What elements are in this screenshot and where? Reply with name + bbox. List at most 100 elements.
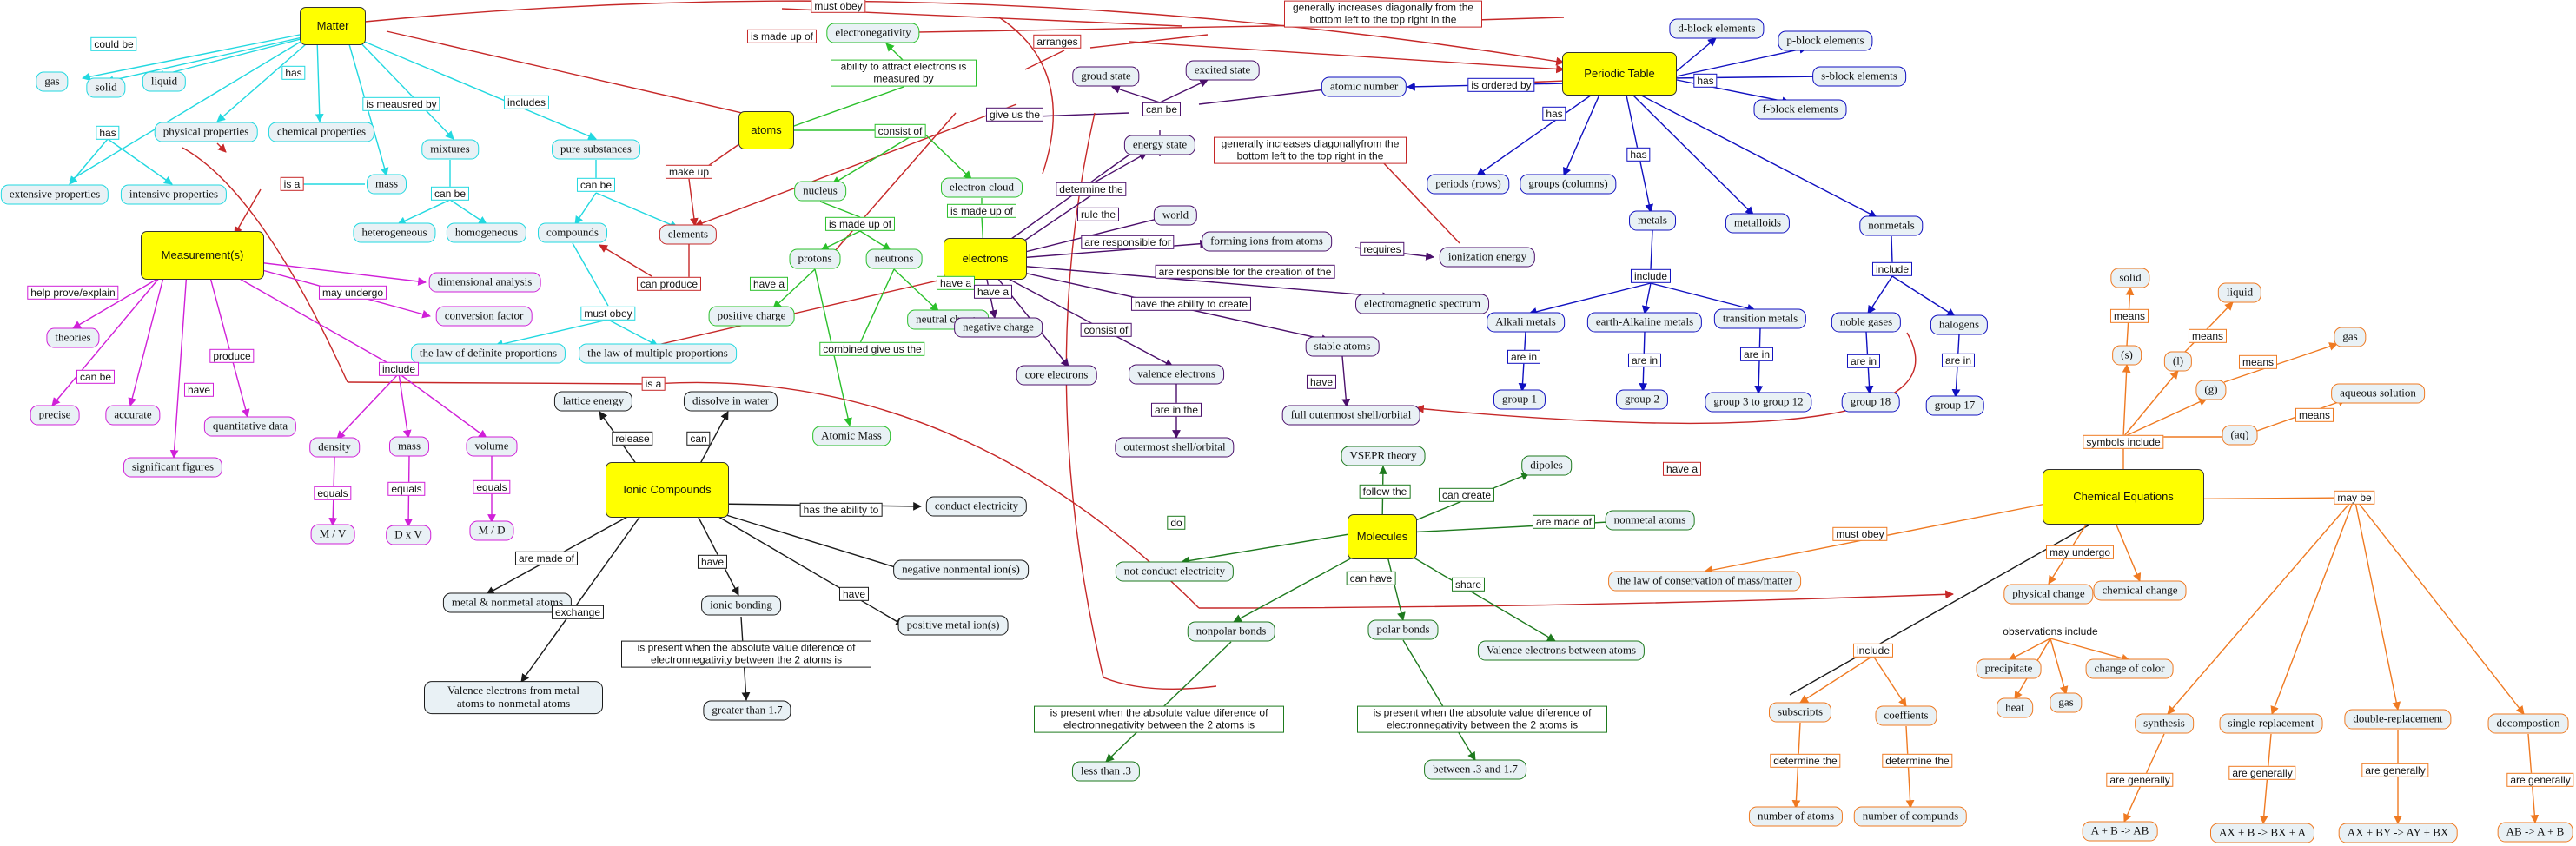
node-dipoles[interactable]: dipoles bbox=[1521, 455, 1572, 476]
node-greater-than[interactable]: greater than 1.7 bbox=[703, 700, 791, 721]
node-synthesis-formula[interactable]: A + B -> AB bbox=[2082, 821, 2158, 842]
node-liquid[interactable]: liquid bbox=[142, 71, 187, 92]
node-alkali-metals[interactable]: Alkali metals bbox=[1487, 312, 1565, 333]
node-neutrons[interactable]: neutrons bbox=[865, 248, 923, 269]
node-electronegativity[interactable]: electronegativity bbox=[826, 23, 920, 43]
node-metal-nonmetal-atoms[interactable]: metal & nonmetal atoms bbox=[442, 592, 573, 613]
node-pure-substances[interactable]: pure substances bbox=[552, 139, 640, 160]
node-single-formula[interactable]: AX + B -> BX + A bbox=[2209, 823, 2315, 843]
node-subscripts[interactable]: subscripts bbox=[1769, 702, 1831, 723]
node-chemical-equations[interactable]: Chemical Equations bbox=[2043, 469, 2204, 525]
node-significant-figures[interactable]: significant figures bbox=[123, 457, 223, 478]
node-molecules[interactable]: Molecules bbox=[1348, 514, 1417, 559]
node-law-definite[interactable]: the law of definite proportions bbox=[410, 343, 566, 364]
node-em-spectrum[interactable]: electromagnetic spectrum bbox=[1355, 294, 1489, 314]
node-core-electrons[interactable]: core electrons bbox=[1016, 365, 1097, 386]
node-polar-bonds[interactable]: polar bonds bbox=[1367, 619, 1439, 640]
node-conversion-factor[interactable]: conversion factor bbox=[435, 306, 533, 327]
node-metals[interactable]: metals bbox=[1629, 210, 1676, 231]
node-aqueous-solution[interactable]: aqueous solution bbox=[2331, 383, 2425, 404]
node-number-of-compounds[interactable]: number of compunds bbox=[1853, 806, 1968, 827]
node-gas-obs[interactable]: gas bbox=[2050, 692, 2083, 713]
node-between[interactable]: between .3 and 1.7 bbox=[1424, 759, 1526, 780]
node-full-outermost[interactable]: full outermost shell/orbital bbox=[1281, 405, 1420, 426]
node-solid[interactable]: solid bbox=[86, 77, 126, 98]
node-electron-cloud[interactable]: electron cloud bbox=[941, 177, 1023, 198]
node-volume[interactable]: volume bbox=[466, 436, 518, 457]
node-d-block[interactable]: d-block elements bbox=[1669, 18, 1765, 39]
node-valence-electrons[interactable]: valence electrons bbox=[1129, 364, 1224, 385]
node-mass-top[interactable]: mass bbox=[367, 174, 407, 195]
node-gas[interactable]: gas bbox=[36, 71, 69, 92]
node-s-block[interactable]: s-block elements bbox=[1812, 66, 1906, 87]
node-conduct-electricity[interactable]: conduct electricity bbox=[925, 496, 1028, 517]
node-periods[interactable]: periods (rows) bbox=[1427, 174, 1510, 195]
node-number-of-atoms[interactable]: number of atoms bbox=[1748, 806, 1844, 827]
node-chemical-properties[interactable]: chemical properties bbox=[268, 122, 375, 142]
node-double-replacement[interactable]: double-replacement bbox=[2344, 709, 2452, 730]
node-stable-atoms[interactable]: stable atoms bbox=[1305, 336, 1380, 357]
node-accurate[interactable]: accurate bbox=[105, 405, 161, 426]
node-periodic-table[interactable]: Periodic Table bbox=[1562, 52, 1677, 96]
node-positive-charge[interactable]: positive charge bbox=[708, 306, 795, 327]
node-intensive-properties[interactable]: intensive properties bbox=[120, 184, 228, 205]
node-dimensional-analysis[interactable]: dimensional analysis bbox=[428, 272, 541, 293]
node-density[interactable]: density bbox=[309, 437, 360, 458]
node-metalloids[interactable]: metalloids bbox=[1725, 213, 1791, 234]
node-forming-ions[interactable]: forming ions from atoms bbox=[1202, 231, 1332, 252]
node-decomposition[interactable]: decompostion bbox=[2487, 713, 2569, 734]
node-halogens[interactable]: halogens bbox=[1930, 314, 1989, 335]
node-positive-metal-ions[interactable]: positive metal ion(s) bbox=[897, 615, 1009, 636]
node-ionic-compounds[interactable]: Ionic Compounds bbox=[606, 462, 729, 518]
node-change-of-color[interactable]: change of color bbox=[2085, 658, 2174, 679]
node-noble-gases[interactable]: noble gases bbox=[1831, 312, 1902, 333]
node-solid-sym[interactable]: solid bbox=[2110, 268, 2150, 288]
node-not-conduct[interactable]: not conduct electricity bbox=[1115, 561, 1235, 582]
node-valence-from-metal[interactable]: Valence electrons from metal atoms to no… bbox=[424, 681, 603, 714]
node-sym-aq[interactable]: (aq) bbox=[2222, 425, 2258, 446]
node-precipitate[interactable]: precipitate bbox=[1976, 658, 2042, 679]
node-ground-state[interactable]: groud state bbox=[1072, 66, 1140, 87]
node-mixtures[interactable]: mixtures bbox=[421, 139, 479, 160]
node-elements[interactable]: elements bbox=[659, 224, 718, 245]
node-nonmetal-atoms[interactable]: nonmetal atoms bbox=[1605, 510, 1695, 531]
node-atomic-number[interactable]: atomic number bbox=[1321, 76, 1407, 97]
node-vsepr[interactable]: VSEPR theory bbox=[1341, 446, 1426, 466]
node-law-conservation[interactable]: the law of conservation of mass/matter bbox=[1608, 571, 1801, 592]
node-world[interactable]: world bbox=[1153, 205, 1198, 226]
node-valence-between[interactable]: Valence electrons between atoms bbox=[1477, 640, 1646, 661]
node-f-block[interactable]: f-block elements bbox=[1753, 99, 1847, 120]
node-atomic-mass[interactable]: Atomic Mass bbox=[812, 426, 891, 446]
node-group1[interactable]: group 1 bbox=[1493, 389, 1546, 410]
node-excited-state[interactable]: excited state bbox=[1185, 60, 1260, 81]
node-groups-columns[interactable]: groups (columns) bbox=[1520, 174, 1617, 195]
node-transition-metals[interactable]: transition metals bbox=[1713, 308, 1807, 329]
node-p-block[interactable]: p-block elements bbox=[1778, 30, 1873, 51]
node-theories[interactable]: theories bbox=[46, 327, 100, 348]
node-less-than[interactable]: less than .3 bbox=[1071, 761, 1141, 782]
node-mass-meas[interactable]: mass bbox=[389, 436, 429, 457]
node-heterogeneous[interactable]: heterogeneous bbox=[353, 222, 436, 243]
node-double-formula[interactable]: AX + BY -> AY + BX bbox=[2338, 823, 2458, 843]
node-energy-state[interactable]: energy state bbox=[1123, 135, 1196, 155]
node-quantitative-data[interactable]: quantitative data bbox=[203, 416, 297, 437]
node-physical-properties[interactable]: physical properties bbox=[154, 122, 258, 142]
node-compounds[interactable]: compounds bbox=[538, 222, 607, 243]
node-m-over-v[interactable]: M / V bbox=[310, 524, 355, 545]
node-m-over-d[interactable]: M / D bbox=[469, 520, 514, 541]
node-matter[interactable]: Matter bbox=[300, 7, 366, 45]
node-homogeneous[interactable]: homogeneous bbox=[446, 222, 527, 243]
node-dissolve-in-water[interactable]: dissolve in water bbox=[683, 391, 778, 412]
node-measurements[interactable]: Measurement(s) bbox=[141, 231, 264, 280]
node-electrons[interactable]: electrons bbox=[944, 238, 1027, 280]
node-nonmetals[interactable]: nonmetals bbox=[1859, 215, 1924, 236]
node-precise[interactable]: precise bbox=[30, 405, 80, 426]
node-nucleus[interactable]: nucleus bbox=[794, 181, 846, 202]
node-nonpolar-bonds[interactable]: nonpolar bonds bbox=[1187, 621, 1275, 642]
node-gas-sym[interactable]: gas bbox=[2334, 327, 2367, 347]
node-physical-change[interactable]: physical change bbox=[2003, 584, 2094, 605]
node-earth-alkaline[interactable]: earth-Alkaline metals bbox=[1586, 312, 1703, 333]
node-decomp-formula[interactable]: AB -> A + B bbox=[2497, 822, 2573, 843]
node-negative-charge[interactable]: negative charge bbox=[954, 317, 1043, 338]
node-group2[interactable]: group 2 bbox=[1615, 389, 1669, 410]
